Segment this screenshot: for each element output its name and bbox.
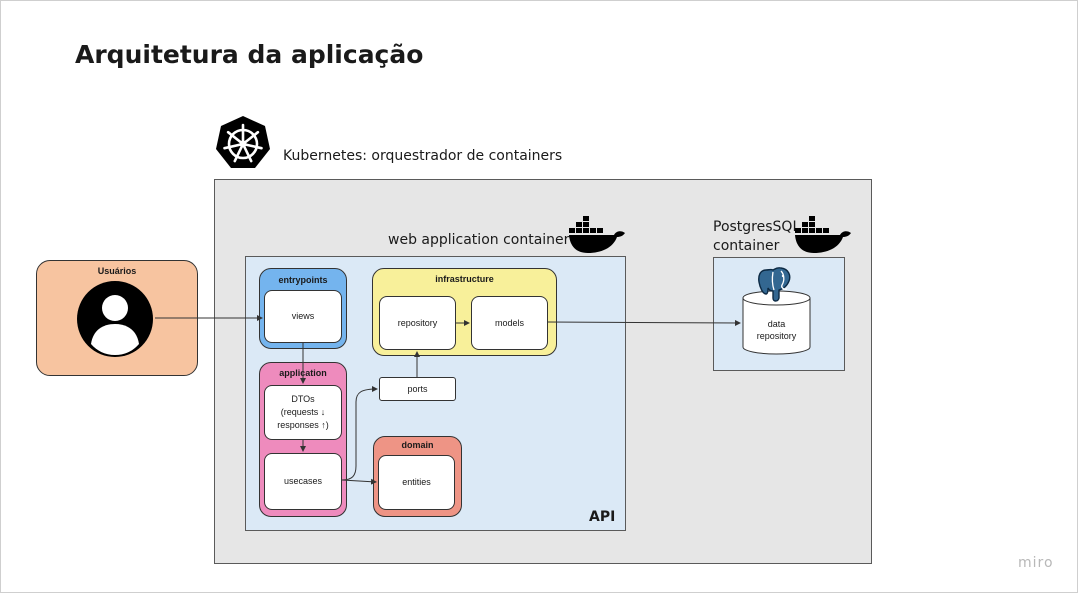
ports-card: ports xyxy=(379,377,456,401)
database-label-line2: repository xyxy=(756,331,797,341)
postgresql-elephant-icon xyxy=(758,267,791,302)
views-card: views xyxy=(264,290,342,343)
usecases-to-entities-arrow xyxy=(341,478,377,485)
dtos-line1: DTOs xyxy=(291,394,315,404)
postgres-label-line2: container xyxy=(713,238,780,254)
dtos-line2: (requests ↓ xyxy=(280,407,326,417)
repository-card: repository xyxy=(379,296,456,350)
database-label: data repository xyxy=(742,318,811,342)
docker-whale-icon xyxy=(795,216,851,253)
web-container-label: web application container xyxy=(388,232,570,248)
models-card: models xyxy=(471,296,548,350)
database-label-line1: data xyxy=(767,319,786,329)
kubernetes-logo-icon xyxy=(216,116,270,168)
usecases-to-ports-arrow xyxy=(341,386,378,481)
page-title: Arquitetura da aplicação xyxy=(75,40,424,69)
miro-watermark: miro xyxy=(1018,555,1054,571)
users-label: Usuários xyxy=(97,266,137,276)
domain-title: domain xyxy=(401,440,434,450)
models-to-database-arrow xyxy=(547,319,741,326)
postgres-container-label: PostgresSQL container xyxy=(713,218,800,256)
usecases-card: usecases xyxy=(264,453,342,510)
entities-card: entities xyxy=(378,455,455,510)
api-label: API xyxy=(589,509,616,525)
dtos-card: DTOs (requests ↓ responses ↑) xyxy=(264,385,342,440)
postgres-label-line1: PostgresSQL xyxy=(713,219,801,235)
kubernetes-label: Kubernetes: orquestrador de containers xyxy=(283,148,563,164)
user-avatar-icon xyxy=(77,281,153,357)
dtos-line3: responses ↑) xyxy=(277,420,329,430)
infrastructure-title: infrastructure xyxy=(435,274,494,284)
docker-whale-icon xyxy=(569,216,625,253)
entrypoints-title: entrypoints xyxy=(278,275,328,285)
